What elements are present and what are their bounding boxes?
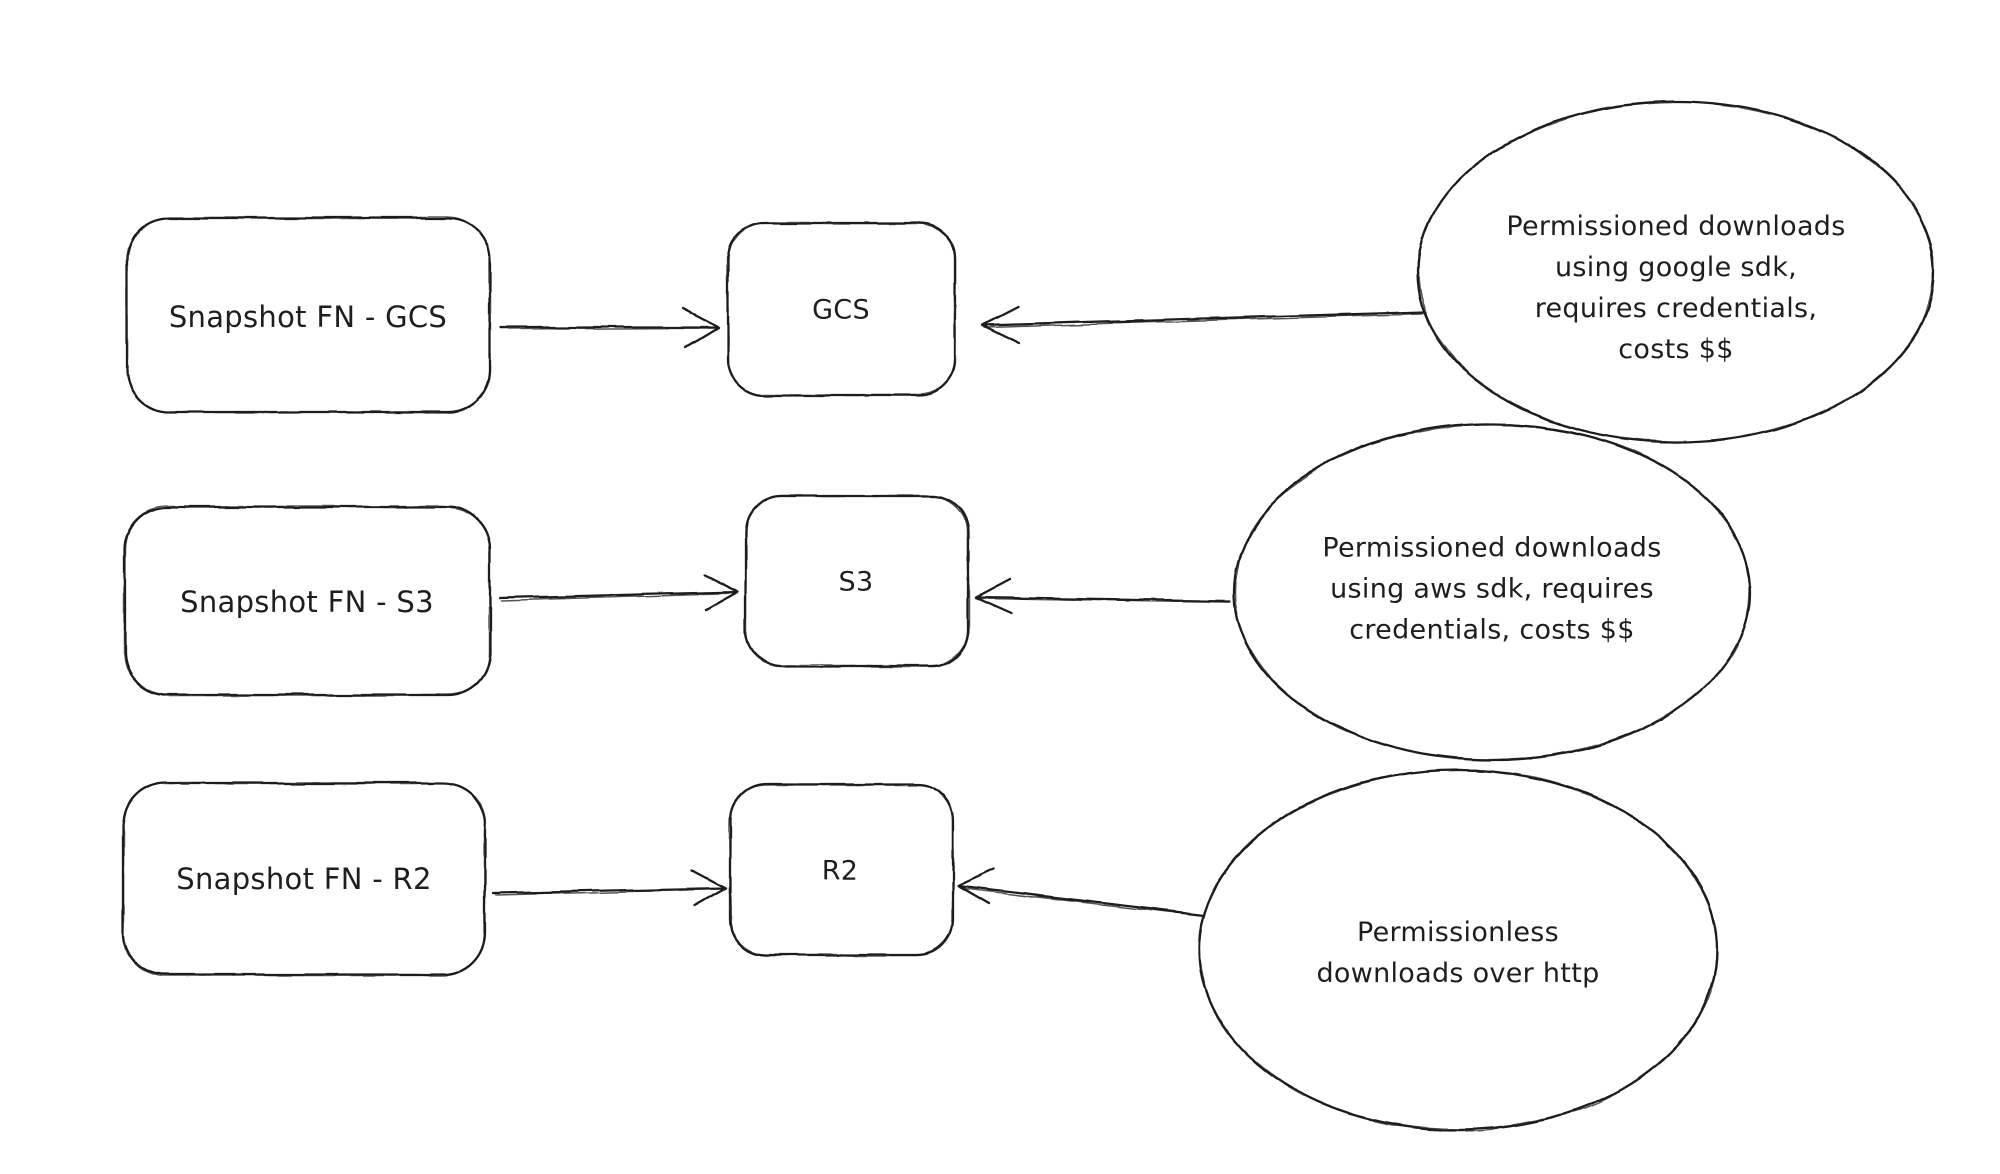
arrow-s3-annotation-to-s3 xyxy=(974,577,1232,615)
snapshot-s3-label: Snapshot FN - S3 xyxy=(180,585,434,619)
s3-annotation-text: Permissioned downloads using aws sdk, re… xyxy=(1322,532,1662,646)
arrow-gcs-annotation-to-gcs xyxy=(981,305,1427,345)
snapshot-gcs-label: Snapshot FN - GCS xyxy=(168,300,448,334)
gcs-annotation-ellipse-shape xyxy=(1416,100,1936,444)
gcs-box-shape xyxy=(726,221,957,397)
arrow-snapshot-gcs-to-gcs xyxy=(498,307,720,349)
arrow-r2-annotation-to-r2 xyxy=(956,867,1206,917)
s3-label: S3 xyxy=(838,566,874,598)
snapshot-r2-box-shape xyxy=(121,781,487,977)
gcs-label: GCS xyxy=(812,294,870,326)
gcs-annotation-text: Permissioned downloads using google sdk,… xyxy=(1506,210,1846,366)
r2-annotation-ellipse-shape xyxy=(1197,768,1719,1132)
arrow-snapshot-r2-to-r2 xyxy=(491,868,728,908)
r2-annotation-text: Permissionless downloads over http xyxy=(1316,916,1600,989)
arrow-snapshot-s3-to-s3 xyxy=(498,573,740,612)
snapshot-s3-box-shape xyxy=(123,505,492,697)
r2-box-shape xyxy=(728,783,955,957)
s3-annotation-ellipse-shape xyxy=(1232,422,1752,762)
r2-label: R2 xyxy=(821,855,859,887)
snapshot-gcs-box-shape xyxy=(125,216,492,414)
snapshot-r2-label: Snapshot FN - R2 xyxy=(176,862,432,896)
s3-box-shape xyxy=(744,494,970,668)
